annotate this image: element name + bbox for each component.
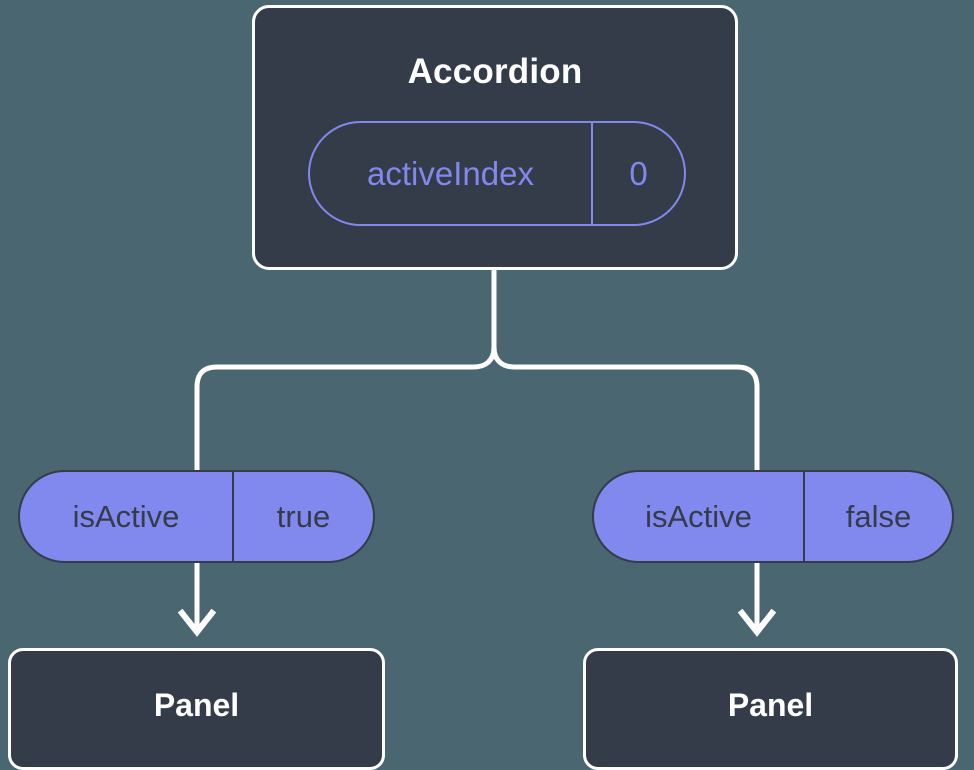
prop-pill-isactive-true[interactable]: isActive true (18, 470, 375, 563)
connector-branch-right (491, 346, 760, 470)
prop-pill-activeindex[interactable]: activeIndex 0 (308, 121, 686, 226)
node-panel-right-title: Panel (727, 686, 814, 723)
prop-pill-isactive-false-value: false (845, 498, 912, 534)
prop-pill-activeindex-value: 0 (629, 154, 648, 192)
node-accordion[interactable]: Accordion activeIndex 0 (252, 5, 738, 270)
prop-pill-isactive-false[interactable]: isActive false (592, 470, 954, 563)
arrow-right-head-icon (737, 608, 777, 637)
node-accordion-title: Accordion (407, 52, 583, 91)
node-panel-left-title: Panel (153, 686, 240, 723)
arrow-left-head-icon (177, 608, 217, 637)
prop-pill-isactive-true-key: isActive (20, 472, 234, 561)
prop-pill-isactive-true-value: true (276, 498, 331, 534)
prop-pill-activeindex-key: activeIndex (310, 123, 593, 224)
prop-pill-isactive-false-key: isActive (594, 472, 805, 561)
connector-branch-left (194, 346, 497, 470)
node-panel-right[interactable]: Panel (583, 648, 958, 770)
node-panel-left[interactable]: Panel (8, 648, 385, 770)
